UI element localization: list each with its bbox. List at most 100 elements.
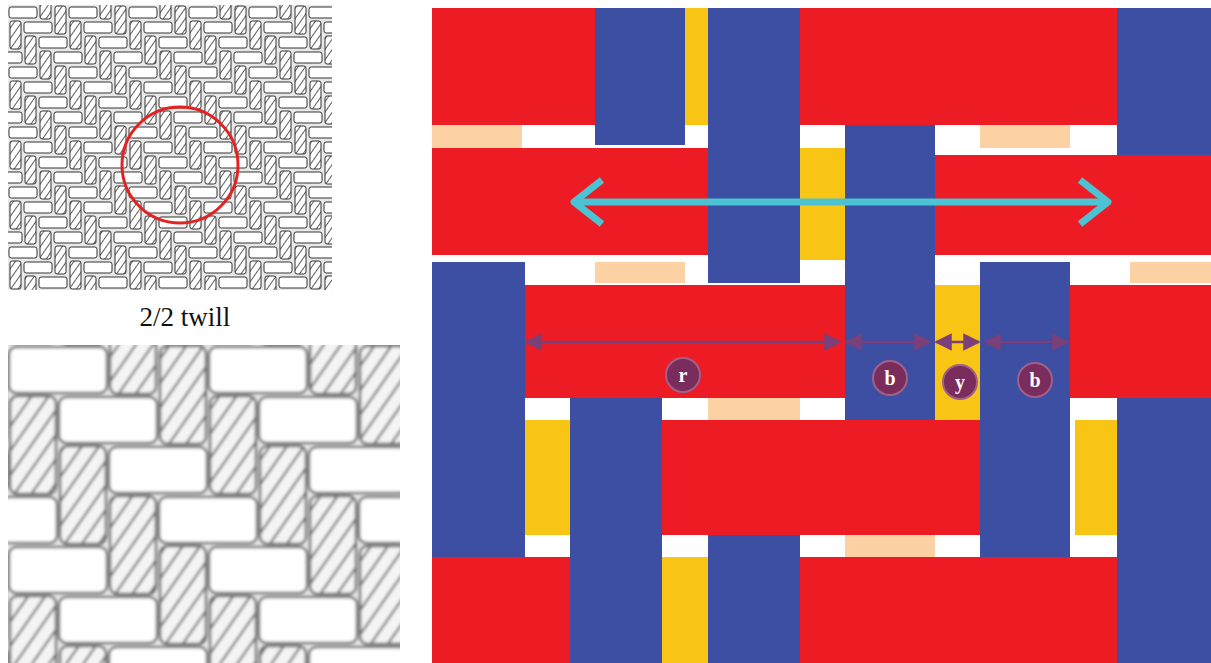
warp-float (100, 171, 111, 199)
warp-float (250, 261, 261, 289)
warp-float (325, 96, 332, 124)
warp-float (175, 66, 186, 94)
warp-float (160, 546, 206, 644)
weft-float (109, 647, 207, 663)
weft-yarn (432, 8, 595, 125)
weft-float (159, 157, 187, 168)
warp-float (115, 246, 126, 274)
gap-patch (708, 398, 800, 420)
weft-float (9, 127, 37, 138)
arrow-head (574, 180, 602, 224)
warp-float (85, 276, 96, 290)
warp-float (25, 36, 36, 64)
weft-float (39, 157, 67, 168)
warp-float (100, 111, 111, 139)
warp-yarn (1117, 398, 1211, 663)
warp-yarn (432, 262, 525, 557)
weft-yarn (525, 285, 845, 398)
warp-float (310, 496, 356, 594)
callout-circle: r (665, 357, 701, 393)
weft-float (9, 67, 37, 78)
weft-float (8, 232, 22, 243)
weft-float (264, 142, 292, 153)
weft-float (279, 97, 307, 108)
weft-float (279, 277, 307, 288)
weft-float (204, 22, 232, 33)
colored-weave (432, 8, 1211, 663)
callout-circle: b (872, 360, 908, 396)
weft-float (144, 22, 172, 33)
weft-float (24, 82, 52, 93)
weft-yarn (432, 557, 570, 663)
dimension-line (526, 341, 840, 344)
dimension-line (846, 341, 930, 344)
weft-float (84, 142, 112, 153)
warp-float (295, 126, 306, 154)
weft-float (99, 217, 127, 228)
weft-float (69, 7, 97, 18)
warp-float (205, 276, 216, 290)
weft-float (309, 127, 332, 138)
warp-float (310, 141, 321, 169)
warp-float (40, 111, 51, 139)
warp-float (160, 5, 171, 19)
warp-float (145, 216, 156, 244)
warp-float (310, 21, 321, 49)
warp-float (115, 186, 126, 214)
weft-float (359, 497, 400, 543)
weft-float (249, 127, 277, 138)
weft-float (209, 347, 307, 393)
warp-yarn (708, 8, 800, 283)
warp-float (310, 261, 321, 289)
warp-float (70, 261, 81, 289)
gap-patch (935, 285, 980, 420)
weft-float (309, 647, 400, 663)
warp-float (325, 276, 332, 290)
warp-float (360, 346, 400, 444)
weft-float (54, 112, 82, 123)
weft-yarn (800, 557, 1117, 663)
weft-float (39, 97, 67, 108)
weft-float (54, 232, 82, 243)
warp-float (260, 446, 306, 544)
warp-float (145, 276, 156, 290)
weft-float (84, 262, 112, 273)
weft-float (54, 52, 82, 63)
dimension-line (936, 341, 979, 344)
warp-float (360, 546, 400, 644)
callout-letter: b (884, 368, 895, 388)
weft-float (204, 142, 232, 153)
warp-float (160, 346, 206, 444)
weft-float (309, 67, 332, 78)
warp-float (325, 216, 332, 244)
warp-float (235, 66, 246, 94)
warp-float (265, 276, 276, 290)
weft-float (84, 22, 112, 33)
weft-float (264, 262, 292, 273)
weft-float (129, 247, 157, 258)
weft-float (9, 187, 37, 198)
warp-float (55, 6, 66, 34)
warp-float (10, 396, 56, 494)
weft-float (24, 142, 52, 153)
callout-letter: y (955, 372, 965, 392)
warp-float (310, 345, 356, 394)
weft-float (144, 82, 172, 93)
warp-float (110, 345, 156, 394)
weft-float (324, 202, 332, 213)
dimension-line (985, 341, 1068, 344)
weft-float (59, 397, 157, 443)
gap-patch (1075, 420, 1117, 535)
warp-float (70, 201, 81, 229)
weft-float (39, 217, 67, 228)
warp-float (175, 186, 186, 214)
callout-circle: b (1017, 362, 1053, 398)
weft-float (114, 112, 142, 123)
weft-float (69, 187, 97, 198)
callout-circle: y (942, 364, 978, 400)
warp-float (145, 96, 156, 124)
weft-float (159, 277, 187, 288)
warp-float (205, 156, 216, 184)
weft-float (39, 37, 67, 48)
